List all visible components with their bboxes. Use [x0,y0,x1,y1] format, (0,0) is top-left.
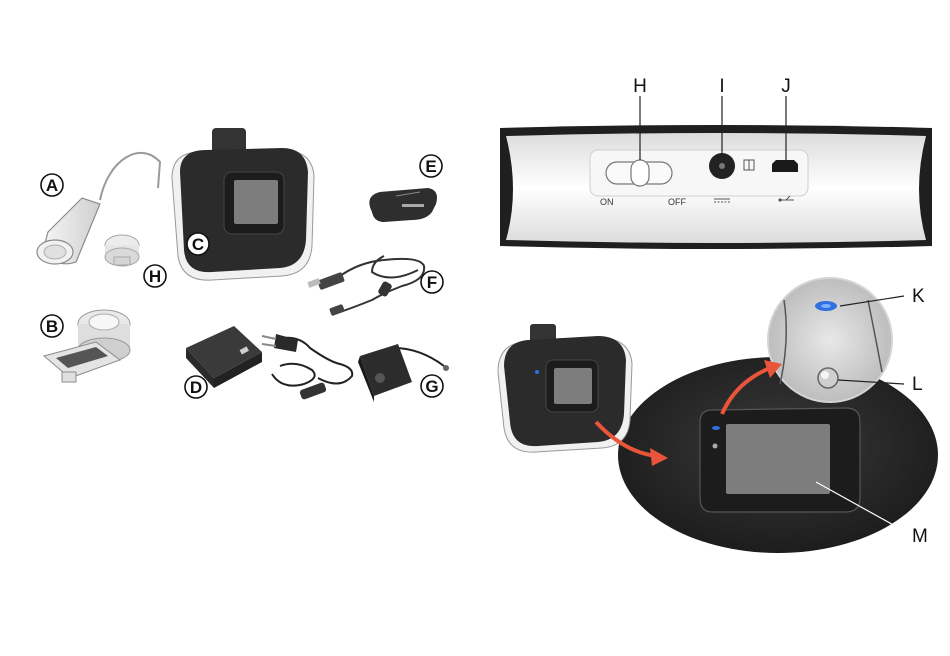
label-f-text: F [427,273,437,292]
label-a: A [41,174,63,196]
label-h-parts: H [144,265,166,287]
device-side-view: ON OFF H I J [500,76,932,249]
device-detail-view: K L M [498,278,938,553]
label-e: E [420,155,442,177]
parts-overview: A H C [37,128,449,402]
part-a-illustration [37,153,160,264]
label-h-side-text: H [633,76,647,97]
switch-off-label: OFF [668,197,686,207]
part-e-usb-stick-illustration [369,188,437,222]
part-g-power-adapter-illustration [262,334,449,402]
small-device-illustration [498,324,632,452]
label-d-text: D [190,378,202,397]
label-k-text: K [912,286,925,307]
label-c-text: C [192,235,204,254]
label-g: G [421,375,443,397]
zoomed-screen-illustration [700,408,860,512]
label-l-text: L [912,374,923,395]
part-h-illustration [105,235,139,266]
label-e-text: E [425,157,436,176]
label-m-text: M [912,526,928,547]
switch-on-label: ON [600,197,614,207]
label-j-text: J [781,76,791,97]
label-i-text: I [719,76,724,97]
part-f-usb-cable-illustration [307,256,424,316]
label-a-text: A [46,176,58,195]
label-h-parts-text: H [149,267,161,286]
label-d: D [185,376,207,398]
label-g-text: G [425,377,438,396]
label-c: C [187,233,209,255]
inset-magnifier [768,278,892,402]
label-b-text: B [46,317,58,336]
part-c-device-illustration [172,128,314,280]
label-b: B [41,315,63,337]
label-f: F [421,271,443,293]
